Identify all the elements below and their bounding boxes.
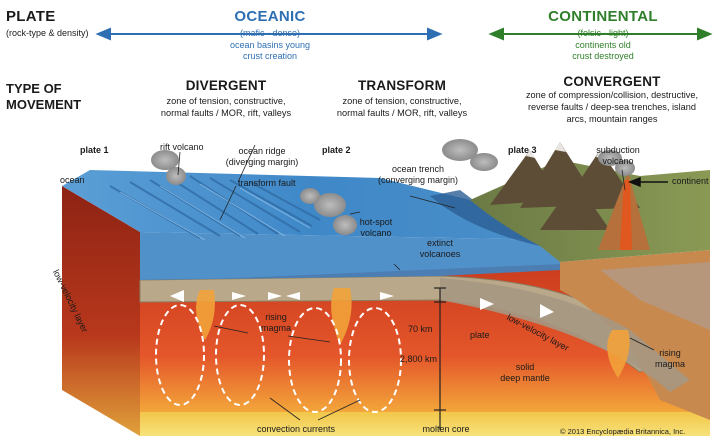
solid-mantle-label-line1: solid (515, 362, 535, 372)
convergent-heading: CONVERGENT (563, 74, 661, 89)
transform-desc-line2: normal faults / MOR, rift, valleys (336, 108, 468, 118)
copyright-notice: © 2013 Encyclopædia Britannica, Inc. (560, 427, 686, 436)
transform-heading: TRANSFORM (357, 78, 447, 93)
rising-magma-right-line2: magma (654, 359, 686, 369)
rift-volcano-label: rift volcano (160, 142, 204, 152)
convergent-desc-line2: reverse faults / deep-sea trenches, isla… (527, 102, 697, 112)
block-side-face (62, 186, 140, 436)
rising-magma-right-line1: rising (659, 348, 681, 358)
convergent-desc-line3: arcs, mountain ranges (566, 114, 658, 124)
plate3-label: plate 3 (508, 145, 537, 155)
continental-line2: continents old (575, 40, 631, 50)
volcanic-smoke (151, 139, 635, 235)
continental-line1: (felsic - light) (577, 28, 629, 38)
hotspot-volcano-label-line1: hot-spot (359, 217, 393, 227)
continental-line3: crust destroyed (572, 51, 634, 61)
movement-label-line2: MOVEMENT (6, 97, 82, 112)
molten-core-strip (140, 412, 710, 436)
convection-loops (155, 304, 402, 413)
molten-core-label: molten core (422, 424, 470, 434)
rising-magma-left-line2: magma (260, 323, 292, 333)
ocean-front (140, 232, 560, 280)
ocean-ridge-label-line1: ocean ridge (238, 146, 286, 156)
transform-desc-line1: zone of tension, constructive, (342, 96, 462, 106)
hotspot-volcano-label-line2: volcano (360, 228, 392, 238)
plate-label: plate (470, 330, 490, 340)
subduction-volcano-label-line1: subduction (596, 145, 640, 155)
oceanic-heading: OCEANIC (234, 8, 306, 25)
oceanic-line1: (mafic - dense) (239, 28, 301, 38)
rising-magma-left-line1: rising (265, 312, 287, 322)
ocean-label: ocean (60, 175, 85, 185)
divergent-heading: DIVERGENT (185, 78, 267, 93)
movement-label-line1: TYPE OF (6, 81, 62, 96)
extinct-volcanoes-label-line1: extinct (426, 238, 454, 248)
divergent-desc-line2: normal faults / MOR, rift, valleys (160, 108, 292, 118)
oceanic-range-arrow (95, 27, 443, 41)
plate2-label: plate 2 (322, 145, 351, 155)
ocean-trench-label-line1: ocean trench (391, 164, 445, 174)
plate-subheading: (rock-type & density) (6, 28, 89, 38)
plate-motion-arrows (170, 290, 554, 318)
depth-scale (434, 287, 446, 430)
convection-currents-label: convection currents (256, 424, 336, 434)
solid-mantle-label-line2: deep mantle (500, 373, 550, 383)
depth-70-label: 70 km (408, 324, 433, 334)
mountain-range (490, 142, 640, 230)
oceanic-line3: crust creation (242, 51, 298, 61)
leader-lines (177, 144, 655, 421)
transform-fault-label: transform fault (238, 178, 296, 188)
plate-heading: PLATE (6, 8, 56, 25)
oceanic-line2: ocean basins young (229, 40, 311, 50)
subducting-slab (440, 278, 690, 392)
continent-label: continent (672, 176, 709, 186)
extinct-volcanoes-label-line2: volcanoes (419, 249, 461, 259)
depth-2800-label: 2,800 km (400, 354, 438, 364)
continent-arrow (627, 176, 668, 188)
continental-heading: CONTINENTAL (548, 8, 658, 25)
subduction-volcano-label-line2: volcano (602, 156, 634, 166)
ocean-trench-label-line2: (converging margin) (377, 175, 459, 185)
divergent-desc-line1: zone of tension, constructive, (166, 96, 286, 106)
plate1-label: plate 1 (80, 145, 109, 155)
ocean-ridge-label-line2: (diverging margin) (225, 157, 299, 167)
continental-range-arrow (488, 27, 713, 41)
convergent-desc-line1: zone of compression/collision, destructi… (525, 90, 699, 100)
